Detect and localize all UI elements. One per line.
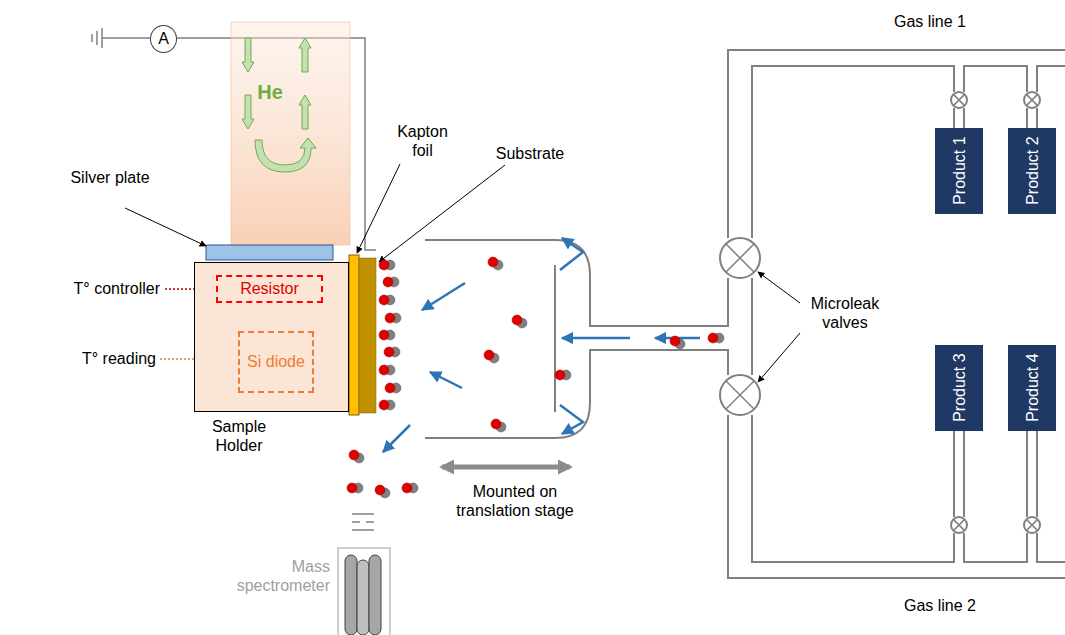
part-label: T° controller [20, 279, 160, 298]
translation-arrow [442, 465, 570, 470]
ammeter: A [150, 25, 177, 53]
node-label: Resistor [240, 279, 299, 298]
part-label: T° reading [20, 349, 156, 368]
part-label: Mass spectrometer [225, 557, 330, 595]
part-heading: Sample Holder [203, 417, 275, 455]
si-diode: Si diode [238, 331, 314, 393]
node-label: Product 3 [949, 354, 968, 422]
helium-cryostat: He [231, 22, 350, 245]
helium-flow-arrows [242, 38, 316, 172]
kapton-foil [349, 255, 359, 415]
product-bottle: Product 1 [935, 128, 983, 214]
cryostat-column [231, 22, 350, 245]
molecules [347, 257, 724, 498]
part-label: Mounted on translation stage [440, 482, 590, 520]
flow-arrows [383, 238, 700, 452]
node-label: Product 1 [949, 137, 968, 205]
part-label: Gas line 2 [890, 596, 990, 615]
node-label: A [158, 29, 169, 48]
part-label: Silver plate [70, 168, 150, 187]
sample-holder: Sample HolderResistorSi diode [194, 262, 349, 412]
mass-spectrometer [338, 514, 390, 635]
node-label: Product 4 [1022, 354, 1041, 422]
node-label: Product 2 [1022, 137, 1041, 205]
part-label: Substrate [480, 144, 580, 163]
substrate [359, 258, 376, 413]
doser [425, 240, 752, 438]
product-bottle: Product 2 [1008, 128, 1056, 214]
resistor: Resistor [216, 275, 323, 303]
product-bottle: Product 4 [1008, 345, 1056, 431]
part-label: Kapton foil [385, 122, 460, 160]
node-label: Si diode [243, 352, 309, 371]
part-label: Microleak valves [795, 294, 895, 332]
valves [720, 92, 1040, 533]
gas-lines [728, 50, 1065, 578]
node-label: He [250, 80, 290, 104]
product-bottle: Product 3 [935, 345, 983, 431]
silver-plate [206, 245, 333, 260]
part-label: Gas line 1 [880, 12, 980, 31]
